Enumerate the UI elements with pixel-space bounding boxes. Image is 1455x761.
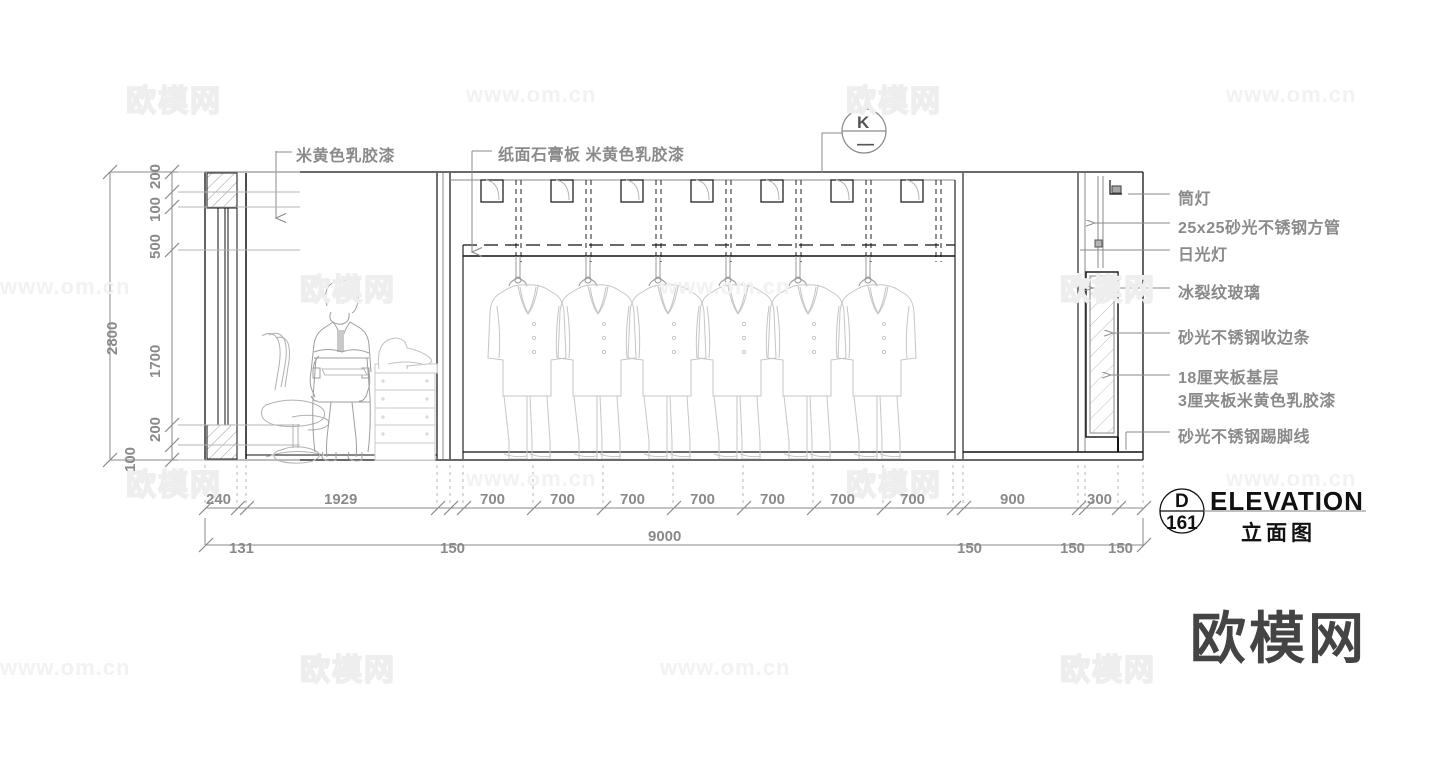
- callout-plywood-base: 18厘夹板基层: [1178, 370, 1280, 387]
- callout-steel-skirting: 砂光不锈钢踢脚线: [1178, 429, 1311, 446]
- dim-h-700-5: 700: [760, 491, 786, 508]
- title-elevation-en: ELEVATION: [1210, 486, 1364, 516]
- dim-low-131: 131: [229, 540, 255, 557]
- hanging-garments: [487, 256, 917, 460]
- person-figure: [309, 279, 372, 462]
- dim-h-1929: 1929: [324, 491, 358, 508]
- dim-h-700-4: 700: [690, 491, 716, 508]
- dim-vertical-total: 2800: [104, 321, 121, 355]
- right-glass-bay: [962, 173, 1143, 459]
- left-wall-assembly: [206, 172, 247, 460]
- hanger-rod-lines: [515, 180, 942, 262]
- cabinet-unit: [374, 363, 438, 461]
- dim-h-700-6: 700: [830, 491, 856, 508]
- detail-tag: [1159, 488, 1366, 534]
- dim-vertical-seg-200a: 200: [147, 163, 164, 189]
- section-bubble-sub: —: [857, 134, 874, 153]
- dim-h-700-2: 700: [550, 491, 576, 508]
- office-chair: [261, 332, 330, 464]
- keyboard: [321, 368, 368, 376]
- downlight-symbol: [1109, 180, 1122, 195]
- callout-gypsum-board-paint: 纸面石膏板 米黄色乳胶漆: [498, 147, 685, 164]
- callout-plywood-paint: 3厘夹板米黄色乳胶漆: [1178, 393, 1336, 410]
- dim-h-700-7: 700: [900, 491, 926, 508]
- dim-low-150c: 150: [1060, 540, 1086, 557]
- dim-h-900: 900: [1000, 491, 1026, 508]
- callout-steel-square-tube: 25x25砂光不锈钢方管: [1178, 220, 1341, 237]
- elevation-outline: [204, 171, 1144, 461]
- dim-low-150a: 150: [440, 540, 466, 557]
- section-bubble-k: [841, 108, 887, 154]
- dim-vertical-seg-500: 500: [147, 233, 164, 259]
- dim-h-total: 9000: [648, 528, 682, 545]
- dim-low-150d: 150: [1108, 540, 1134, 557]
- hanging-bay: [450, 179, 956, 459]
- dim-vertical-seg-200b: 200: [147, 416, 164, 442]
- dim-h-240: 240: [206, 491, 232, 508]
- section-bubble-letter: K: [857, 113, 870, 132]
- dim-vertical-seg-100a: 100: [147, 196, 164, 222]
- dim-vertical-seg-1700: 1700: [147, 344, 164, 378]
- dim-h-300: 300: [1087, 491, 1113, 508]
- vertical-dimension-chain: [102, 164, 300, 468]
- callout-fluorescent-lamp: 日光灯: [1178, 247, 1228, 264]
- dim-h-700-1: 700: [480, 491, 506, 508]
- detail-tag-number: 161: [1166, 513, 1198, 534]
- detail-tag-letter: D: [1175, 491, 1189, 512]
- dim-vertical-seg-100b: 100: [122, 446, 139, 472]
- dim-low-150b: 150: [957, 540, 983, 557]
- right-callout-leaders: [1080, 193, 1170, 450]
- office-bay: [246, 173, 451, 459]
- downlight-boxes: [480, 179, 924, 203]
- callout-beige-latex-paint: 米黄色乳胶漆: [296, 148, 396, 165]
- dim-h-700-3: 700: [620, 491, 646, 508]
- title-elevation-cn: 立面图: [1241, 522, 1316, 545]
- callout-downlight: 筒灯: [1178, 191, 1212, 208]
- horizontal-dimension-chain: [198, 465, 1152, 553]
- callout-crackle-glass: 冰裂纹玻璃: [1178, 285, 1261, 302]
- callout-steel-edge-trim: 砂光不锈钢收边条: [1178, 330, 1311, 347]
- monitor: [377, 337, 433, 370]
